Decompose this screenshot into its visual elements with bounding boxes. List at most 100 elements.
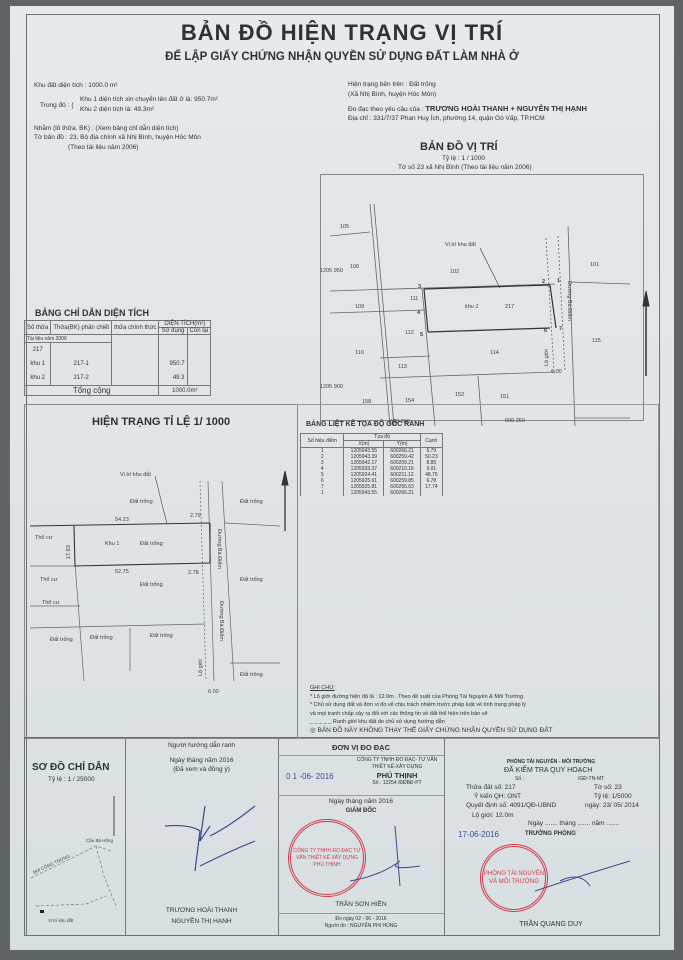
note-item: * Lộ giới đường hiện đã là : 12.0m . The… [310, 693, 524, 700]
env-date: Ngày ....... tháng ....... năm ....... [528, 820, 620, 827]
location-map-frame [320, 174, 644, 421]
edge-length: 2.79 [190, 513, 201, 519]
parcel-label: 114 [490, 350, 499, 356]
current-state: Hiện trạng bên trên : Đất trống [348, 81, 436, 88]
header-cell: Số thửa [23, 320, 52, 335]
env-lo-gioi: Lộ giới: 12.0m [472, 812, 514, 819]
header-cell: Sử dụng [158, 327, 188, 335]
parcel-label: 101 [590, 262, 599, 268]
env-role: TRƯỞNG PHÒNG [525, 831, 576, 837]
grid-label: 600 200 [390, 419, 410, 425]
divider [444, 737, 445, 935]
coord-cell-c: 9.01 [419, 466, 444, 472]
coord-cell-c: 6.78 [419, 478, 444, 484]
parcel-label: 152 [455, 392, 464, 398]
signature-head [534, 860, 631, 892]
road-label: Đường Bà Điểm [566, 281, 573, 321]
point-label: 3 [418, 284, 421, 290]
land-label: Đất trống [140, 541, 163, 547]
parcel-label: 109 [355, 304, 364, 310]
land-label: Đất trống [240, 672, 263, 678]
current-map-title: HIỆN TRẠNG TỈ LỆ 1/ 1000 [92, 416, 231, 428]
coord-cell-p: 2 [299, 454, 345, 460]
land-label: Đất trống [150, 633, 173, 639]
area-value: 950.7 [169, 361, 185, 367]
label-khu1: Khu 1 [105, 541, 119, 547]
divider [278, 755, 444, 756]
parcel-label: 115 [592, 338, 601, 344]
requester-name: TRƯƠNG HOÀI THANH + NGUYỄN THỊ HẠNH [425, 104, 587, 113]
coord-cell-c: 8.85 [419, 460, 444, 466]
location-map-sheet: Tờ số 23 xã Nhị Bình (Theo tài liệu năm … [398, 164, 532, 171]
location-map: Vị trí khu đất khu 1 217 105 106 102 101… [320, 203, 650, 426]
road-width: 6.00 [208, 689, 219, 695]
coord-cell-p: 6 [299, 478, 345, 484]
notes-title: GHI CHÚ: [310, 685, 335, 691]
parcel-217: 217 [505, 304, 514, 310]
director-name: TRẦN SƠN HIỀN [335, 901, 387, 908]
company-line: THIẾT KẾ-XÂY DỰNG [371, 764, 423, 770]
land-label: Đất trống [140, 582, 163, 588]
label-khu1: khu 1 [465, 304, 478, 310]
total-value: 1000.0m² [158, 385, 212, 396]
header-cell: thửa chính thức [111, 320, 160, 335]
divider [278, 913, 444, 914]
guide-person-date: Ngày tháng năm 2016 [169, 757, 234, 764]
guide-person-title: Người hướng dẫn ranh [167, 742, 236, 749]
guide-name-1: TRƯƠNG HOÀI THANH [165, 907, 238, 914]
divider [125, 737, 126, 935]
parcel-label: 113 [398, 364, 407, 370]
area-value: 49.3 [172, 375, 185, 381]
env-decision: Quyết định số: 4091/QĐ-UBND [466, 802, 557, 809]
edge-length: 2.78 [188, 570, 199, 576]
land-label: Đất trống [130, 499, 153, 505]
road-label: Đường Bà Điểm [218, 601, 225, 641]
coord-cell-c [419, 490, 444, 496]
requester-label: Đo đạc theo yêu cầu của : [348, 106, 426, 113]
label-vi-tri: Vị trí khu đất [445, 242, 476, 248]
survey-unit-title: ĐƠN VỊ ĐO ĐẠC [331, 743, 391, 752]
page-subtitle: ĐỂ LẬP GIẤY CHỨNG NHẬN QUYỀN SỬ DỤNG ĐẤT… [165, 51, 519, 63]
lo-gioi-label: Lộ giới [198, 659, 204, 676]
khu1-area: Khu 1 diện tích xin chuyển lên đất ở là:… [80, 96, 218, 103]
residential-label: Thổ cư [35, 534, 53, 541]
coord-cell-p: 3 [299, 460, 345, 466]
edge-length: 52.75 [115, 569, 129, 575]
divider [278, 795, 444, 796]
header-cell: Y(m) [383, 440, 421, 448]
survey-date-done: Đo ngày 02 - 06 - 2016 [335, 916, 387, 922]
survey-date: Ngày tháng năm 2016 [329, 798, 393, 805]
point-label: 2 [542, 279, 545, 285]
parcel-label: 106 [350, 264, 359, 270]
point-label: 5 [420, 332, 423, 338]
coord-cell-p: 1 [299, 490, 345, 496]
road-label: Đường Bà Điểm [216, 529, 223, 569]
notes: GHI CHÚ: * Lộ giới đường hiện đã là : 12… [310, 684, 553, 735]
note-item: và mọi tranh chấp xảy ra đối với các thô… [310, 710, 488, 717]
env-so-suffix: /GĐ-TN-MT [578, 776, 605, 782]
location-map-title: BẢN ĐỒ VỊ TRÍ [420, 141, 498, 153]
signature-director [349, 825, 421, 887]
note-item: _ _ _ _ _ Ranh giới khu đất do chủ sử dụ… [310, 719, 445, 725]
parcel-label: 105 [340, 224, 349, 230]
area-values: 950.7 49.3 [158, 334, 188, 386]
nham-line: Nhằm (lô thửa, BK) : (Xem bảng chỉ dẫn d… [34, 125, 179, 132]
bridge-label: Cầu Bà Hồng [86, 838, 114, 843]
env-office-title: PHÒNG TÀI NGUYÊN - MÔI TRƯỜNG [506, 759, 596, 765]
source-cell: Tài liệu năm 2006 [23, 334, 113, 343]
coord-cell-p: 7 [299, 484, 345, 490]
coord-cell-c: 6.79 [419, 447, 444, 454]
guide-name-2: NGUYỄN THỊ HẠNH [171, 918, 232, 925]
edge-length: 54.23 [115, 517, 129, 523]
coord-cell-p: 4 [299, 466, 345, 472]
khu2-area: Khu 2 diện tích là: 49.3m² [80, 106, 155, 113]
parcel-label: 102 [450, 269, 459, 275]
company-line: CÔNG TY TNHH ĐO ĐẠC- TƯ VẤN [356, 757, 438, 763]
